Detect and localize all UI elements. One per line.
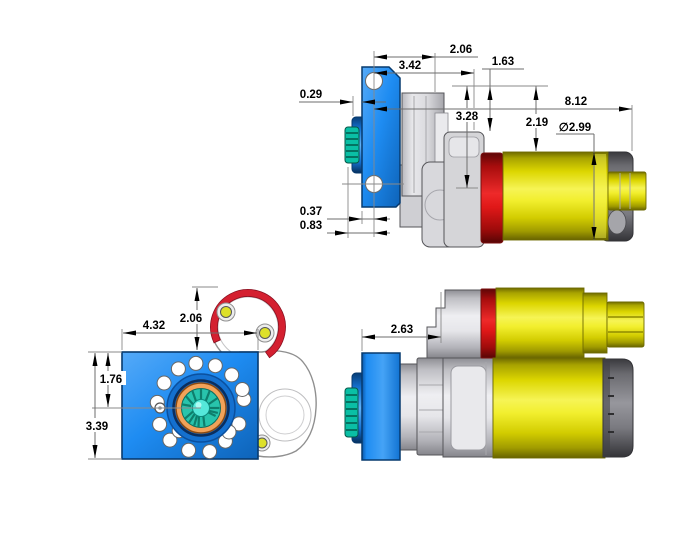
dim-front-3-39: 3.39 [82, 353, 112, 458]
dim-top-3-42: 3.42 [374, 60, 474, 76]
dim-label: 2.19 [526, 117, 548, 129]
dim-label: 2.63 [391, 324, 413, 336]
shaft-spline-cap [344, 126, 360, 164]
dim-label: 1.63 [492, 56, 514, 68]
dim-top-0-37: 0.37 [300, 206, 390, 222]
drive-housing-tab [448, 136, 480, 158]
cap-recess [607, 209, 627, 235]
plunger-shaft [606, 301, 645, 348]
dim-front-4-32: 4.32 [123, 320, 257, 336]
dim-top-1-63: 1.63 [482, 56, 524, 131]
mounting-plate-side [361, 352, 401, 461]
shaft-spline-cap-side [344, 387, 359, 438]
dim-label: 3.39 [86, 421, 108, 433]
dim-top-2-19: 2.19 [521, 86, 552, 151]
drive-shaft [607, 171, 647, 211]
front-view: 4.32 2.06 1.76 3.39 [82, 286, 317, 460]
cap-edge-band [603, 359, 610, 457]
dim-label: 3.42 [399, 60, 421, 72]
silhouette-bore-arc2 [265, 395, 305, 435]
cap-vents [608, 377, 614, 433]
dim-label: 0.83 [300, 220, 322, 232]
body-end-ring [593, 154, 606, 238]
dim-top-0-83: 0.83 [300, 220, 390, 236]
solenoid-body [495, 287, 585, 359]
side-view: 2.63 [344, 287, 645, 461]
dim-side-2-63: 2.63 [362, 324, 441, 340]
dim-front-1-76: 1.76 [96, 353, 126, 407]
dim-top-3-28: 3.28 [452, 86, 482, 188]
housing-panel [450, 365, 487, 451]
silhouette-body-lobe [239, 350, 317, 458]
dim-label: 8.12 [565, 96, 587, 108]
top-view: 2.06 3.42 1.63 3.28 [299, 44, 647, 248]
gear-teeth [181, 388, 220, 427]
spline-stripes [346, 132, 358, 158]
motor-body-side [492, 357, 606, 459]
motor-body-yellow [502, 151, 609, 241]
dim-top-2-06: 2.06 [374, 44, 478, 60]
dim-label: 0.37 [300, 206, 322, 218]
dim-label: 0.29 [300, 89, 322, 101]
dim-label: 1.76 [100, 374, 122, 386]
solenoid-bracket [426, 289, 483, 359]
dim-top-8-12: 8.12 [374, 96, 632, 112]
solenoid-flange-red-side [480, 288, 498, 359]
dim-label: ∅2.99 [559, 122, 591, 134]
solenoid-flange-red [480, 152, 504, 244]
dim-label: 4.32 [143, 320, 165, 332]
housing-mid [416, 357, 446, 456]
dim-top-0-29: 0.29 [299, 89, 386, 105]
spline-stripes [346, 394, 357, 431]
screw [259, 327, 271, 339]
dim-top-dia-2-99: ∅2.99 [556, 122, 597, 240]
dim-label: 2.06 [180, 313, 202, 325]
solenoid-nose [582, 292, 608, 354]
dim-label: 2.06 [450, 44, 472, 56]
dim-label: 3.28 [456, 111, 479, 123]
core-highlight [195, 402, 202, 408]
flange-ring-arc [210, 289, 286, 359]
screw [220, 306, 232, 318]
dim-front-2-06: 2.06 [176, 288, 206, 350]
silhouette-bore-arc [258, 388, 312, 442]
